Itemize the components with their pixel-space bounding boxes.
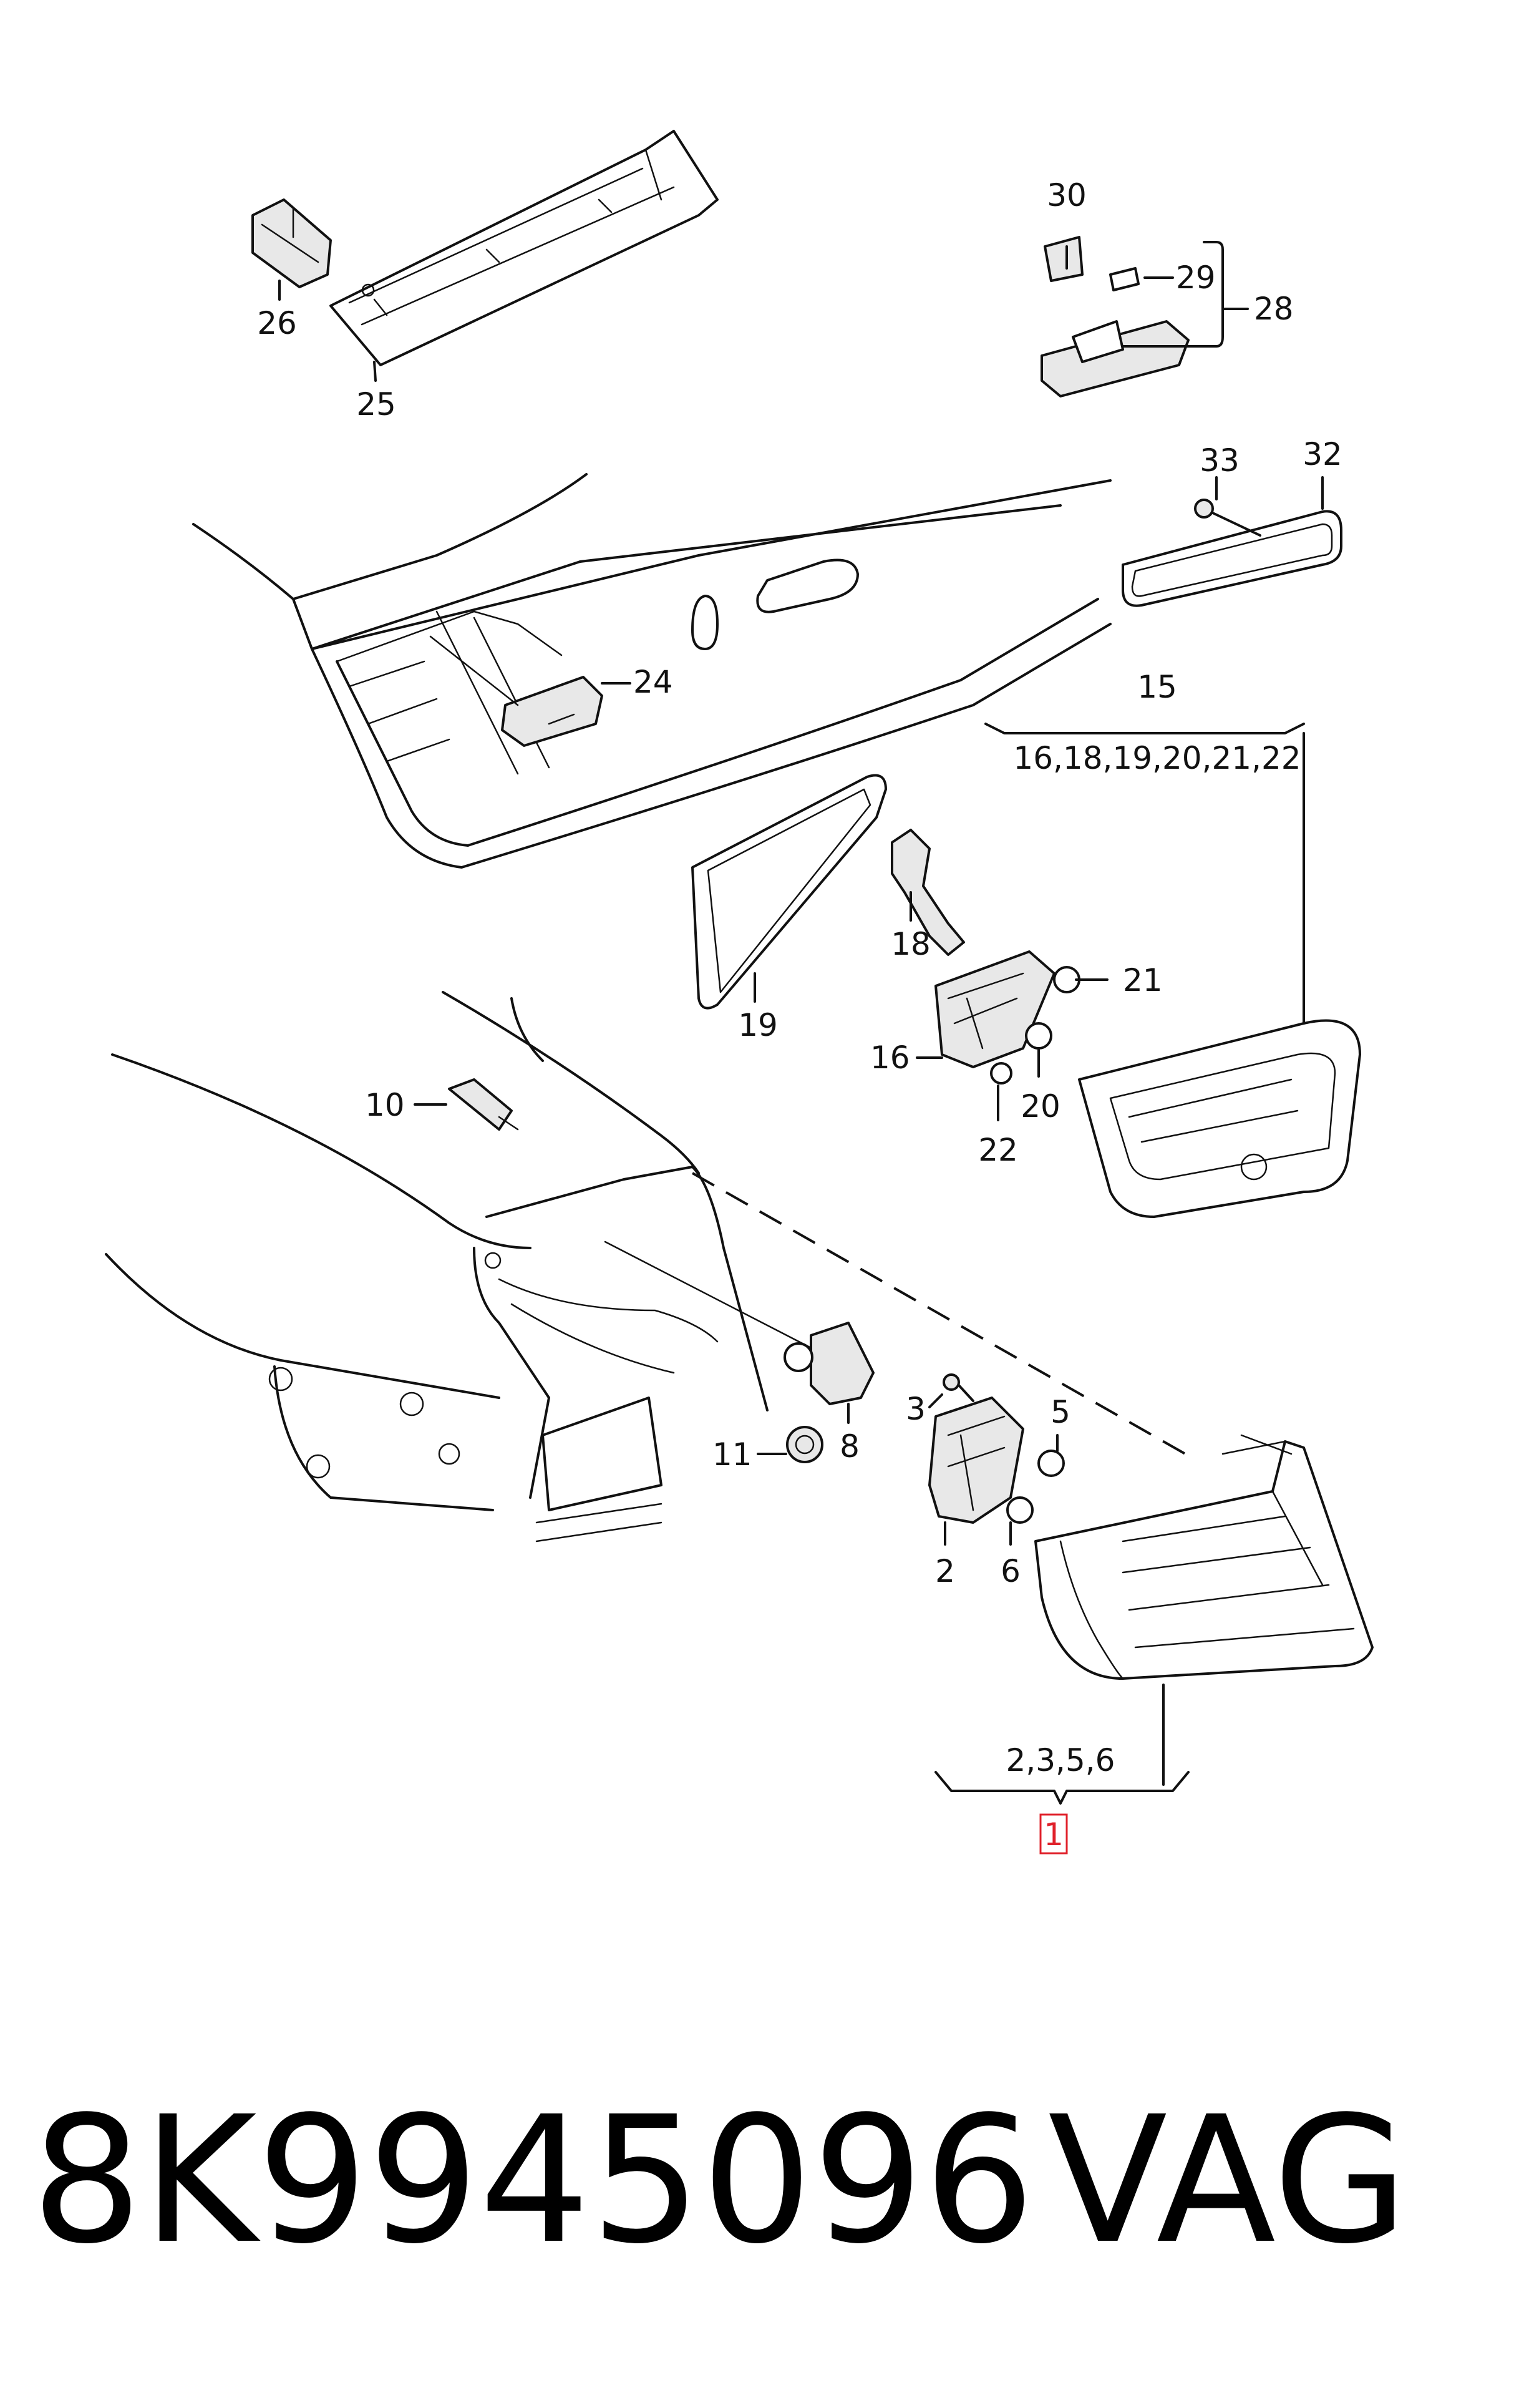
bulb-carrier-16 (934, 950, 1055, 1068)
licence-plate-light (1041, 236, 1190, 397)
callout-1-highlight (1039, 1813, 1068, 1855)
outer-tail-light (1034, 1434, 1374, 1680)
sensor-10 (448, 1078, 519, 1131)
screw-33 (1194, 499, 1261, 537)
callout-21: 21 (1123, 962, 1163, 998)
trunk-lid-outline (192, 473, 1112, 869)
callout-3: 3 (906, 1391, 926, 1427)
callout-24: 24 (633, 664, 673, 700)
callout-30: 30 (1047, 177, 1087, 213)
callout-29: 29 (1176, 260, 1216, 296)
connector-26 (251, 198, 332, 288)
reflector-strip (1122, 510, 1342, 607)
group-lamp-set: 16,18,19,20,21,22 (1013, 740, 1301, 776)
callout-20: 20 (1021, 1088, 1060, 1124)
callout-8: 8 (840, 1428, 860, 1465)
assembly-line (692, 1172, 1186, 1455)
callout-11: 11 (712, 1436, 752, 1473)
callout-22: 22 (978, 1132, 1018, 1168)
callout-33: 33 (1200, 442, 1240, 479)
callout-labels: 26 25 30 29 28 33 32 24 15 16,18,19,20,2… (257, 177, 1342, 1855)
brand-name: VAG (1048, 2079, 1409, 2283)
lamp-seal-19 (691, 774, 887, 1010)
group-outer-lamp-set: 2,3,5,6 (1006, 1742, 1115, 1778)
third-brake-light-housing (329, 130, 719, 366)
callout-10: 10 (365, 1087, 405, 1123)
connector-24 (429, 635, 603, 747)
callout-15: 15 (1137, 669, 1177, 705)
bulbs-5-6 (1006, 1450, 1065, 1524)
leader-lines (278, 241, 1324, 1805)
quarter-panel-outline (105, 991, 769, 1543)
callout-19: 19 (738, 1007, 778, 1043)
outer-bulb-carrier-2 (928, 1397, 1024, 1524)
grommet-11 (786, 1426, 823, 1463)
callout-6: 6 (1001, 1553, 1021, 1589)
bracket-18 (891, 829, 965, 956)
callout-1: 1 (1044, 1816, 1064, 1853)
callout-18: 18 (891, 926, 931, 962)
callout-5: 5 (1051, 1394, 1070, 1430)
screw-3 (943, 1373, 974, 1402)
callout-16: 16 (870, 1040, 910, 1076)
callout-2: 2 (935, 1553, 955, 1589)
inner-tail-light (1078, 1019, 1361, 1218)
callout-28: 28 (1254, 291, 1294, 327)
bulbs-20-21-22 (990, 966, 1080, 1085)
connector-8 (604, 1241, 875, 1405)
callout-26: 26 (257, 305, 297, 341)
callout-32: 32 (1303, 436, 1342, 472)
part-number: 8K9945096 (31, 2079, 1035, 2283)
callout-25: 25 (356, 386, 396, 422)
